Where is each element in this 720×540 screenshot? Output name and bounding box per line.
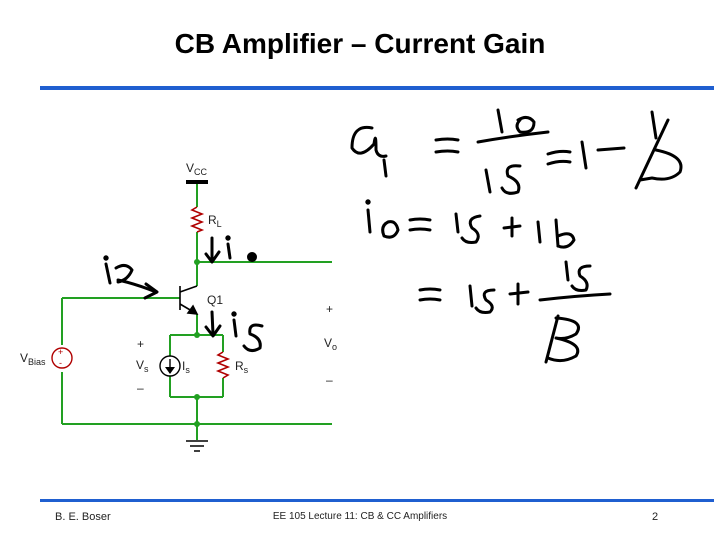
vbias-source: + - [51,347,73,369]
svg-text:-: - [59,358,62,368]
vs-label: Vs [136,358,149,374]
q1-label: Q1 [207,293,223,307]
rl-label: RL [208,213,222,229]
slide-title: CB Amplifier – Current Gain [174,28,546,59]
vbias-label: VBias [20,351,46,367]
ground-symbol [186,440,208,452]
title-divider [40,86,714,90]
is-label: Is [182,359,190,375]
rs-label: Rs [235,359,249,375]
handwritten-equation-is-beta [418,260,612,364]
footer-author: B. E. Boser [55,511,111,523]
vs-plus-label: + [137,337,144,351]
q1-transistor [179,285,199,315]
vo-minus-label: – [326,373,333,387]
handwritten-io-annotation [204,235,257,264]
handwritten-ib-annotation [103,255,159,300]
footer-divider [40,499,714,502]
vo-plus-label: + [326,302,333,316]
vcc-terminal [186,180,208,184]
rl-resistor [189,206,205,233]
handwritten-is-annotation [204,310,264,353]
vcc-label: VCC [186,161,208,177]
is-current-source [159,355,181,377]
svg-text:+: + [58,347,63,357]
vs-minus-label: – [137,381,144,395]
rs-resistor [215,351,231,379]
footer-course: EE 105 Lecture 11: CB & CC Amplifiers [272,511,448,522]
footer-page-number: 2 [652,511,659,523]
handwritten-equation-io [365,199,576,249]
circuit-wires [61,183,332,440]
handwritten-equation-ai [350,108,683,195]
vo-label: Vo [324,336,337,352]
junction-dots [194,259,200,427]
